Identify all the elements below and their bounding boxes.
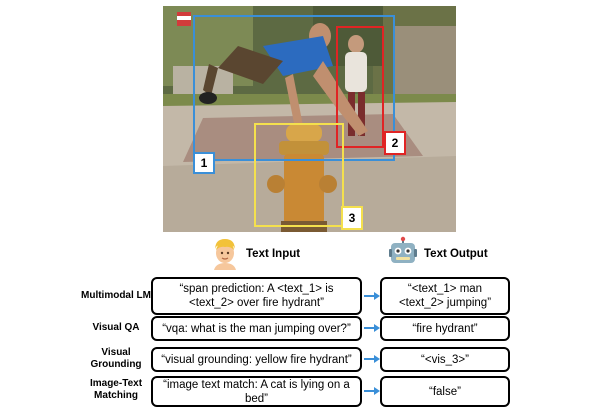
bounding-box-2-label: 2 [384, 131, 406, 155]
bounding-box-1-label: 1 [193, 152, 215, 174]
bounding-box-2 [336, 26, 384, 148]
arrow-icon [364, 292, 380, 300]
input-box-visual-qa: “vqa: what is the man jumping over?” [151, 316, 362, 341]
output-box-visual-qa: “fire hydrant” [380, 316, 510, 341]
bounding-box-3 [254, 123, 344, 227]
robot-icon [388, 236, 418, 273]
arrow-icon [364, 355, 380, 363]
input-box-multimodal-lm: “span prediction: A <text_1> is <text_2>… [151, 277, 362, 315]
arrow-icon [364, 324, 380, 332]
task-label-image-text-matching: Image-Text Matching [89, 378, 143, 401]
person-icon [210, 236, 240, 273]
input-box-image-text-matching: “image text match: A cat is lying on a b… [151, 376, 362, 407]
bounding-box-3-label: 3 [341, 206, 363, 230]
input-box-visual-grounding: “visual grounding: yellow fire hydrant” [151, 347, 362, 372]
text-output-label: Text Output [424, 248, 488, 260]
output-box-multimodal-lm: “<text_1> man <text_2> jumping” [380, 277, 510, 315]
output-box-visual-grounding: “<vis_3>” [380, 347, 510, 372]
text-input-label: Text Input [246, 248, 301, 260]
text-input-header: Text Input [210, 235, 300, 273]
output-box-image-text-matching: “false” [380, 376, 510, 407]
task-label-visual-grounding: Visual Grounding [90, 347, 142, 370]
task-label-visual-qa: Visual QA [92, 322, 140, 333]
task-label-multimodal-lm: Multimodal LM [81, 290, 151, 301]
text-output-header: Text Output [388, 235, 488, 273]
arrow-icon [364, 387, 380, 395]
bounding-box-1 [193, 15, 395, 161]
